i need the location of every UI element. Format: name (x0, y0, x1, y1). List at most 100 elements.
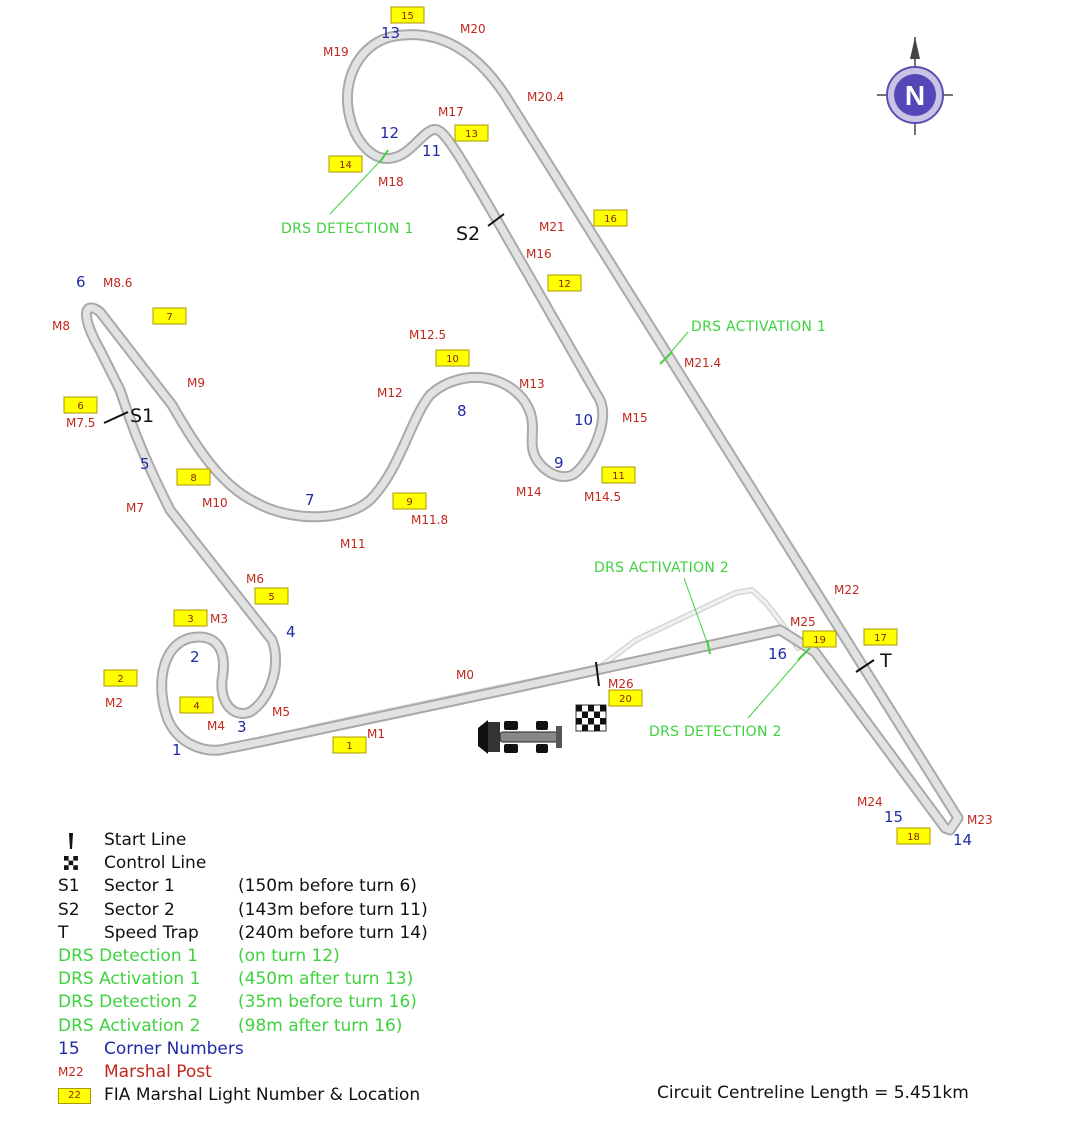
marshal-light-number: 9 (406, 497, 412, 508)
marshal-post-M15: M15 (622, 411, 648, 425)
marshal-post-M5: M5 (272, 705, 290, 719)
marshal-post-M20-4: M20.4 (527, 90, 564, 104)
drs-detection2-leader (747, 653, 805, 719)
marshal-light-number: 3 (187, 614, 193, 625)
corner-number-4: 4 (286, 623, 296, 641)
marshal-post-M2: M2 (105, 696, 123, 710)
marshal-post-M8-6: M8.6 (103, 276, 132, 290)
race-car-icon (478, 720, 562, 754)
marshal-light-number: 14 (339, 160, 352, 171)
marshal-post-M13: M13 (519, 377, 545, 391)
checkered-flag-icon (58, 852, 78, 875)
corner-number-11: 11 (422, 142, 441, 160)
legend-label: Speed Trap (104, 922, 199, 943)
s1-tick (103, 411, 129, 424)
marshal-light-number: 18 (907, 832, 920, 843)
marshal-post-M18: M18 (378, 175, 404, 189)
marshal-light-20: 20 (608, 689, 643, 707)
marshal-post-M6: M6 (246, 572, 264, 586)
corner-number-8: 8 (457, 402, 467, 420)
marshal-post-M21-4: M21.4 (684, 356, 721, 370)
marshal-post-M0: M0 (456, 668, 474, 682)
marshal-post-M9: M9 (187, 376, 205, 390)
marshal-light-number: 8 (190, 473, 196, 484)
legend-label: Sector 2 (104, 899, 175, 920)
drs-detection1-leader (329, 156, 385, 215)
marshal-light-11: 11 (601, 466, 636, 484)
legend-label: Start Line (104, 830, 187, 850)
drs-activation2-leader (683, 577, 709, 646)
corner-number-16: 16 (768, 645, 787, 663)
control-line-tick (595, 661, 600, 687)
marshal-light-number: 19 (813, 635, 826, 646)
marshal-light-6: 6 (63, 396, 98, 414)
marshal-post-M3: M3 (210, 612, 228, 626)
legend-description: (35m before turn 16) (238, 992, 417, 1013)
marshal-post-M12: M12 (377, 386, 403, 400)
marshal-light-number: 7 (166, 312, 172, 323)
marshal-light-19: 19 (802, 630, 837, 648)
marshal-post-M24: M24 (857, 795, 883, 809)
corner-number-1: 1 (172, 741, 182, 759)
legend-description: (450m after turn 13) (238, 969, 414, 990)
light-box-icon: 22 (58, 1088, 91, 1105)
legend-key: 15 (58, 1038, 80, 1059)
corner-number-10: 10 (574, 411, 593, 429)
corner-number-14: 14 (953, 831, 972, 849)
legend-description: (on turn 12) (238, 946, 340, 966)
track-surface (83, 31, 962, 834)
marshal-post-M14: M14 (516, 485, 542, 499)
marshal-post-M11-8: M11.8 (411, 513, 448, 527)
drs-activation1-leader (665, 331, 689, 359)
legend-key: M22 (58, 1065, 84, 1079)
pit-lane-inner (308, 588, 800, 730)
drs-detection-1-label: DRS DETECTION 1 (281, 221, 414, 237)
corner-number-6: 6 (76, 273, 86, 291)
marshal-light-14: 14 (328, 155, 363, 173)
legend-key: T (58, 922, 69, 943)
speed-trap-tick (855, 659, 875, 673)
marshal-post-M10: M10 (202, 496, 228, 510)
marshal-post-M7-5: M7.5 (66, 416, 95, 430)
marshal-light-4: 4 (179, 696, 214, 714)
legend-key: S2 (58, 899, 80, 920)
sector-1-label: S1 (130, 405, 154, 427)
pit-lane (307, 587, 801, 731)
track-centreline (81, 29, 964, 836)
legend-label: Marshal Post (104, 1062, 212, 1082)
marshal-light-number: 5 (268, 592, 274, 603)
corner-number-12: 12 (380, 124, 399, 142)
corner-number-13: 13 (381, 24, 400, 42)
legend-label: Sector 1 (104, 876, 175, 897)
marshal-post-M25: M25 (790, 615, 816, 629)
legend-label: Corner Numbers (104, 1038, 244, 1059)
marshal-light-8: 8 (176, 468, 211, 486)
marshal-light-18: 18 (896, 827, 931, 845)
corner-number-15: 15 (884, 808, 903, 826)
marshal-post-M19: M19 (323, 45, 349, 59)
marshal-post-M7: M7 (126, 501, 144, 515)
marshal-light-number: 1 (346, 741, 352, 752)
compass-letter: N (905, 80, 925, 111)
legend-key: DRS Detection 2 (58, 992, 198, 1013)
drs-activation-2-label: DRS ACTIVATION 2 (594, 560, 729, 576)
marshal-light-10: 10 (435, 349, 470, 367)
s2-tick (487, 213, 505, 227)
legend-description: (143m before turn 11) (238, 899, 428, 920)
marshal-light-13: 13 (454, 124, 489, 142)
corner-number-7: 7 (305, 491, 315, 509)
marshal-light-number: 11 (612, 471, 625, 482)
marshal-post-M1: M1 (367, 727, 385, 741)
legend-key: S1 (58, 876, 80, 897)
marshal-light-17: 17 (863, 628, 898, 646)
marshal-post-M12-5: M12.5 (409, 328, 446, 342)
marshal-light-12: 12 (547, 274, 582, 292)
marshal-post-M17: M17 (438, 105, 464, 119)
corner-number-5: 5 (140, 455, 150, 473)
marshal-light-16: 16 (593, 209, 628, 227)
marshal-light-number: 12 (558, 279, 571, 290)
checkered-flag-icon (575, 704, 607, 732)
drs-activation-1-label: DRS ACTIVATION 1 (691, 319, 826, 335)
